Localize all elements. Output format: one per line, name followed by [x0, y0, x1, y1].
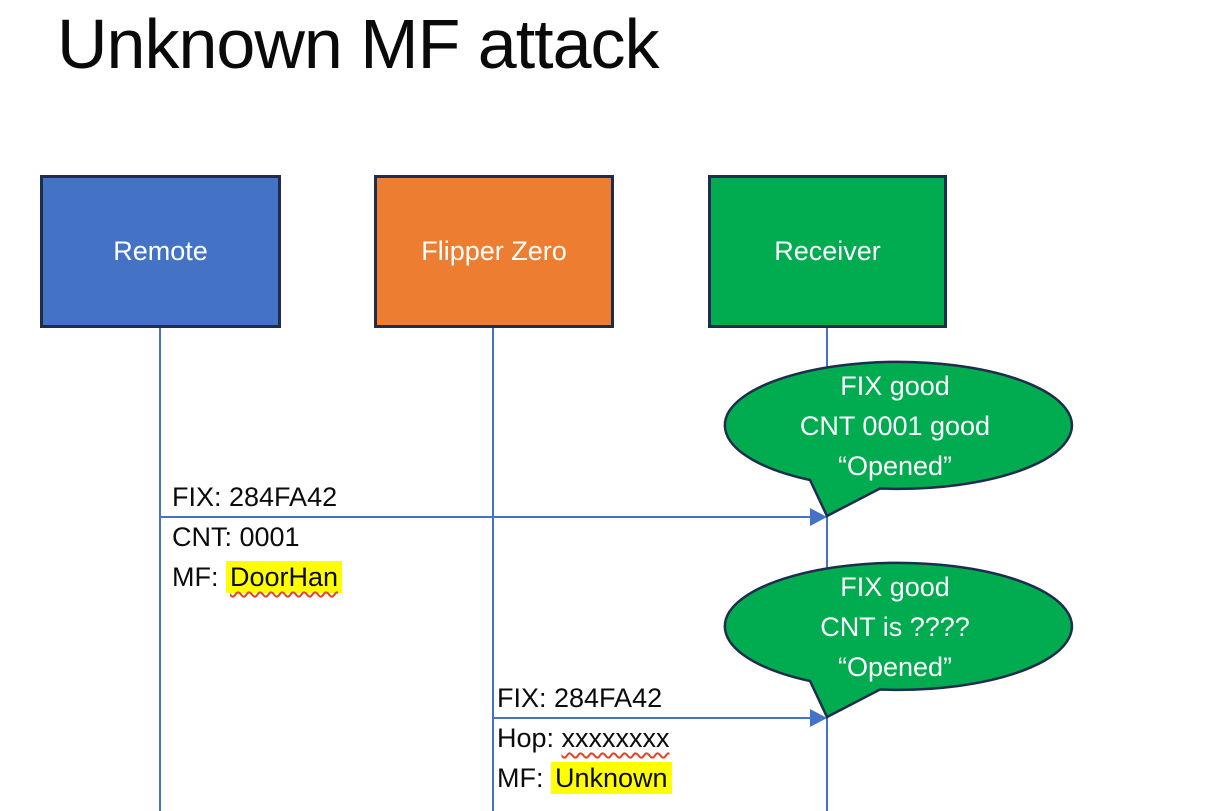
- bubble-line: CNT 0001 good: [799, 410, 991, 441]
- bubble-line: CNT is ????: [820, 611, 970, 642]
- message-line: MF: DoorHan: [172, 557, 343, 597]
- message-text: FIX: 284FA42: [497, 683, 663, 713]
- message-text: MF:: [172, 562, 226, 592]
- bubble-line: FIX good: [840, 571, 950, 602]
- actor-box-flipper-zero: Flipper Zero: [374, 175, 614, 328]
- message-line: FIX: 284FA42: [497, 678, 672, 718]
- lifeline-remote: [159, 328, 161, 811]
- lifeline-flipper-zero: [492, 328, 494, 811]
- speech-bubble-shape: [723, 561, 1074, 719]
- actor-label-flipper-zero: Flipper Zero: [421, 236, 567, 266]
- speech-bubble-1: FIX good CNT 0001 good “Opened”: [710, 357, 1080, 525]
- bubble-line: “Opened”: [837, 450, 953, 481]
- message-text: MF:: [497, 763, 551, 793]
- bubble-line: FIX good: [840, 370, 950, 401]
- squiggle-text: xxxxxxxx: [561, 723, 670, 753]
- slide-title: Unknown MF attack: [57, 5, 660, 83]
- message-line: FIX: 284FA42: [172, 477, 342, 517]
- arrowhead-icon: [810, 709, 827, 727]
- message-text: CNT: 0001: [172, 522, 300, 552]
- message-arrow-flipper-to-receiver: [493, 717, 812, 719]
- speech-bubble-2: FIX good CNT is ???? “Opened”: [710, 558, 1080, 726]
- message-text: FIX: 284FA42: [172, 482, 338, 512]
- message-line: CNT: 0001: [172, 517, 342, 557]
- actor-box-remote: Remote: [40, 175, 281, 328]
- message-label-flipper: FIX: 284FA42 Hop: xxxxxxxx MF: Unknown: [497, 678, 672, 798]
- highlighted-text: DoorHan: [226, 561, 343, 593]
- speech-bubble-shape: [723, 360, 1074, 518]
- speech-bubble-text: FIX good CNT is ???? “Opened”: [740, 563, 1050, 690]
- message-text: Hop:: [497, 723, 562, 753]
- message-line: Hop: xxxxxxxx: [497, 718, 672, 758]
- message-label-remote: FIX: 284FA42 CNT: 0001 MF: DoorHan: [172, 477, 343, 597]
- arrowhead-icon: [810, 508, 827, 526]
- speech-bubble-text: FIX good CNT 0001 good “Opened”: [740, 362, 1050, 489]
- actor-label-receiver: Receiver: [774, 236, 881, 266]
- actor-label-remote: Remote: [113, 236, 208, 266]
- bubble-line: “Opened”: [837, 651, 953, 682]
- actor-box-receiver: Receiver: [708, 175, 947, 328]
- highlighted-text: Unknown: [551, 762, 672, 794]
- message-line: MF: Unknown: [497, 758, 672, 798]
- message-arrow-remote-to-receiver: [160, 516, 812, 518]
